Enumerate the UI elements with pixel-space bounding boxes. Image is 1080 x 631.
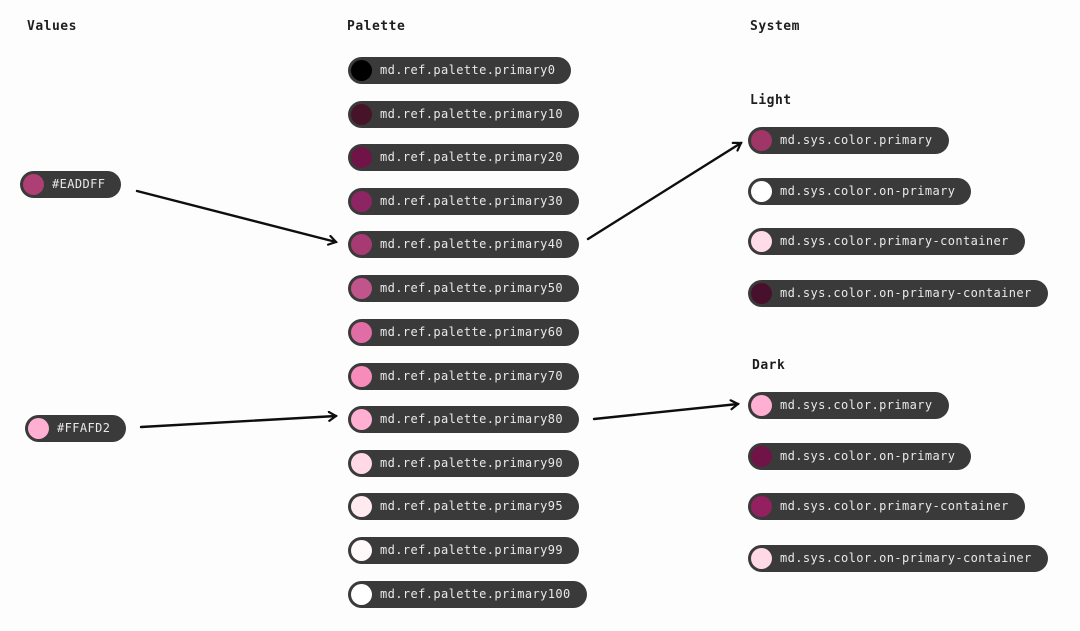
color-swatch-icon [751, 181, 772, 202]
palette-chip-label: md.ref.palette.primary10 [380, 107, 563, 121]
palette-chip-label: md.ref.palette.primary50 [380, 281, 563, 295]
color-swatch-icon [751, 395, 772, 416]
color-swatch-icon [351, 234, 372, 255]
arrow-primary40-to-light-primary [586, 141, 741, 241]
system-chip-label: md.sys.color.primary-container [780, 499, 1009, 513]
palette-chip-label: md.ref.palette.primary80 [380, 412, 563, 426]
system-chip-label: md.sys.color.primary [780, 133, 933, 147]
color-swatch-icon [351, 453, 372, 474]
system-chip-label: md.sys.color.on-primary-container [780, 551, 1032, 565]
dark-chip-primary: md.sys.color.primary [748, 392, 949, 419]
palette-chip-primary0: md.ref.palette.primary0 [348, 57, 572, 84]
color-swatch-icon [351, 322, 372, 343]
palette-chip-primary90: md.ref.palette.primary90 [348, 450, 579, 477]
value-chip-label: #EADDFF [52, 177, 106, 191]
palette-chip-primary60: md.ref.palette.primary60 [348, 319, 579, 346]
system-chip-label: md.sys.color.primary [780, 398, 933, 412]
dark-chip-primary-container: md.sys.color.primary-container [748, 493, 1025, 520]
palette-chip-label: md.ref.palette.primary99 [380, 543, 563, 557]
color-swatch-icon [351, 366, 372, 387]
palette-chip-primary20: md.ref.palette.primary20 [348, 144, 579, 171]
system-heading: System [750, 19, 800, 34]
palette-chip-label: md.ref.palette.primary100 [380, 587, 571, 601]
palette-chip-primary100: md.ref.palette.primary100 [348, 581, 587, 608]
color-swatch-icon [751, 283, 772, 304]
arrow-value2-to-primary80 [139, 416, 336, 429]
dark-subheading: Dark [752, 358, 786, 373]
color-swatch-icon [351, 409, 372, 430]
arrow-primary80-to-dark-primary [592, 404, 738, 421]
palette-chip-label: md.ref.palette.primary30 [380, 194, 563, 208]
palette-chip-primary30: md.ref.palette.primary30 [348, 188, 579, 215]
color-swatch-icon [751, 231, 772, 252]
light-chip-primary-container: md.sys.color.primary-container [748, 228, 1025, 255]
palette-chip-primary40: md.ref.palette.primary40 [348, 231, 579, 258]
palette-heading: Palette [347, 19, 406, 34]
palette-chip-primary80: md.ref.palette.primary80 [348, 406, 579, 433]
color-swatch-icon [351, 104, 372, 125]
color-swatch-icon [351, 191, 372, 212]
palette-chip-label: md.ref.palette.primary0 [380, 63, 556, 77]
light-subheading: Light [750, 93, 792, 108]
color-swatch-icon [751, 130, 772, 151]
system-chip-label: md.sys.color.primary-container [780, 234, 1009, 248]
palette-chip-primary10: md.ref.palette.primary10 [348, 101, 579, 128]
color-swatch-icon [351, 278, 372, 299]
color-swatch-icon [23, 174, 44, 195]
system-chip-label: md.sys.color.on-primary [780, 184, 956, 198]
color-swatch-icon [351, 584, 372, 605]
palette-chip-primary95: md.ref.palette.primary95 [348, 493, 579, 520]
color-swatch-icon [28, 418, 49, 439]
palette-chip-label: md.ref.palette.primary20 [380, 150, 563, 164]
values-heading: Values [27, 19, 77, 34]
light-chip-primary: md.sys.color.primary [748, 127, 949, 154]
color-swatch-icon [351, 60, 372, 81]
light-chip-on-primary: md.sys.color.on-primary [748, 178, 972, 205]
palette-chip-primary50: md.ref.palette.primary50 [348, 275, 579, 302]
value-chip-label: #FFAFD2 [57, 421, 111, 435]
palette-chip-primary99: md.ref.palette.primary99 [348, 537, 579, 564]
color-swatch-icon [351, 147, 372, 168]
dark-chip-on-primary-container: md.sys.color.on-primary-container [748, 545, 1048, 572]
value-chip-ffafd2: #FFAFD2 [25, 415, 127, 442]
system-chip-label: md.sys.color.on-primary-container [780, 286, 1032, 300]
arrow-value1-to-primary40 [135, 189, 336, 242]
palette-chip-label: md.ref.palette.primary90 [380, 456, 563, 470]
palette-chip-label: md.ref.palette.primary70 [380, 369, 563, 383]
system-chip-label: md.sys.color.on-primary [780, 449, 956, 463]
color-swatch-icon [351, 540, 372, 561]
palette-chip-primary70: md.ref.palette.primary70 [348, 363, 579, 390]
color-swatch-icon [751, 548, 772, 569]
color-swatch-icon [751, 446, 772, 467]
dark-chip-on-primary: md.sys.color.on-primary [748, 443, 972, 470]
value-chip-eaddff: #EADDFF [20, 171, 122, 198]
palette-chip-label: md.ref.palette.primary40 [380, 237, 563, 251]
palette-chip-label: md.ref.palette.primary95 [380, 499, 563, 513]
color-swatch-icon [751, 496, 772, 517]
color-swatch-icon [351, 496, 372, 517]
palette-chip-label: md.ref.palette.primary60 [380, 325, 563, 339]
light-chip-on-primary-container: md.sys.color.on-primary-container [748, 280, 1048, 307]
